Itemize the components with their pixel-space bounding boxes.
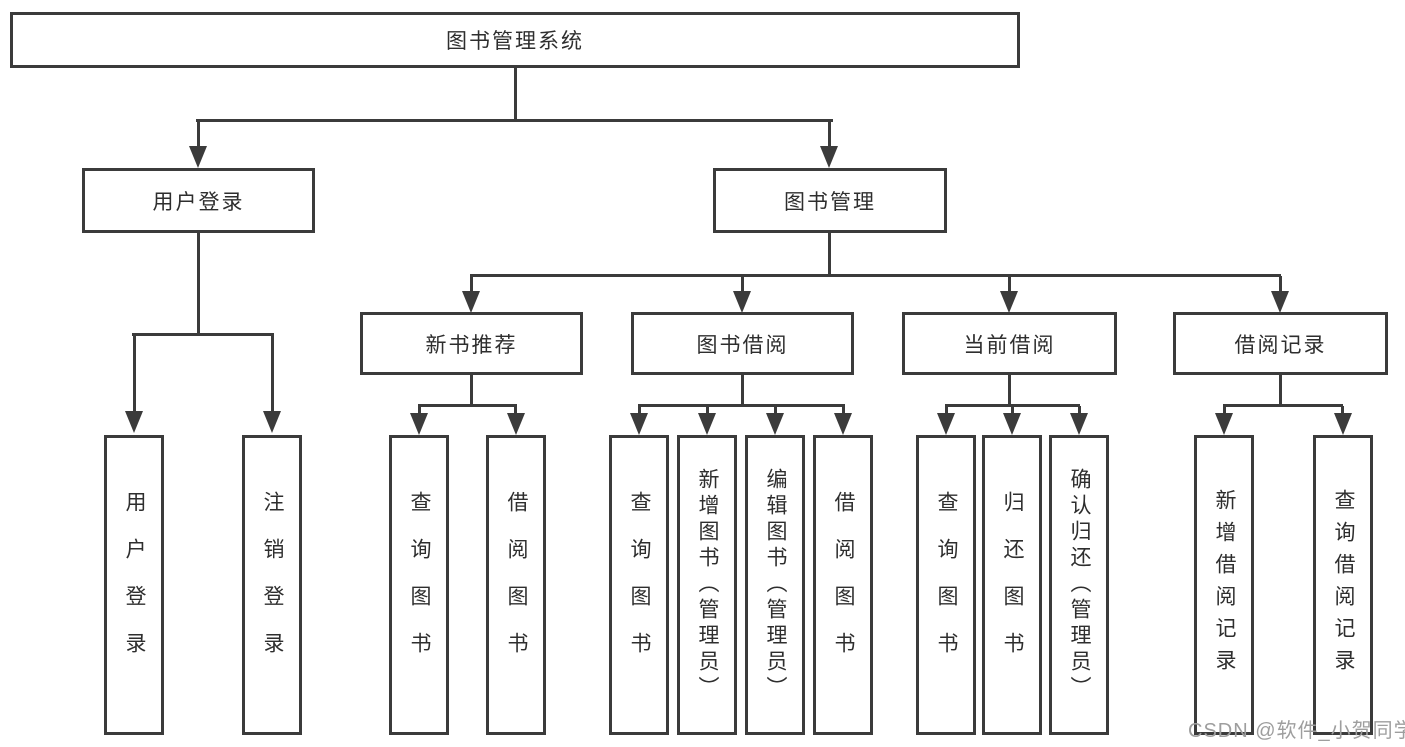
arrowhead-g3-4: [834, 413, 852, 435]
leaf-user-login: 用户登录: [104, 435, 164, 735]
connector-drop-book-borrow: [741, 276, 744, 293]
node-book-management: 图书管理: [713, 168, 947, 233]
connector-book-borrow-rail: [638, 404, 845, 407]
arrowhead-g3-3: [766, 413, 784, 435]
arrowhead-g5-2: [1334, 413, 1352, 435]
arrowhead-g2-2: [507, 413, 525, 435]
arrowhead-g2-1: [410, 413, 428, 435]
node-book-borrow: 图书借阅: [631, 312, 854, 375]
connector-user-login-stem: [197, 233, 200, 334]
arrowhead-borrow-records: [1271, 291, 1289, 313]
arrowhead-book-mgmt: [820, 146, 838, 168]
connector-drop-borrow-records: [1279, 276, 1282, 293]
connector-drop-leaf-logout: [271, 335, 274, 413]
connector-level2-rail: [470, 274, 1281, 277]
leaf-confirm-return-admin: 确认归还（管理员）: [1049, 435, 1109, 735]
csdn-watermark: CSDN @软件_小贺同学: [1188, 720, 1405, 742]
node-borrow-records: 借阅记录: [1173, 312, 1388, 375]
connector-drop-g3-4: [842, 406, 845, 415]
leaf-borrow-books: 借阅图书: [813, 435, 873, 735]
node-user-login: 用户登录: [82, 168, 315, 233]
connector-drop-g2-2: [514, 406, 517, 415]
arrowhead-g5-1: [1215, 413, 1233, 435]
node-current-borrow: 当前借阅: [902, 312, 1117, 375]
arrowhead-leaf-logout: [263, 411, 281, 433]
arrowhead-g4-3: [1070, 413, 1088, 435]
node-new-book-recommend: 新书推荐: [360, 312, 583, 375]
node-root: 图书管理系统: [10, 12, 1020, 68]
connector-drop-new-book: [470, 276, 473, 293]
connector-drop-g2-1: [418, 406, 421, 415]
leaf-edit-book-admin: 编辑图书（管理员）: [745, 435, 805, 735]
connector-drop-leaf-user-login: [133, 335, 136, 413]
connector-level1-rail: [196, 119, 833, 122]
connector-borrow-records-rail: [1223, 404, 1343, 407]
leaf-borrow-books-recommend: 借阅图书: [486, 435, 546, 735]
arrowhead-user-login: [189, 146, 207, 168]
connector-new-book-rail: [418, 404, 517, 407]
leaf-query-books-borrow: 查询图书: [609, 435, 669, 735]
arrowhead-leaf-user-login: [125, 411, 143, 433]
connector-drop-g5-1: [1223, 406, 1226, 415]
connector-drop-g3-2: [706, 406, 709, 415]
connector-drop-g5-2: [1341, 406, 1344, 415]
leaf-return-book: 归还图书: [982, 435, 1042, 735]
connector-drop-g4-2: [1011, 406, 1014, 415]
arrowhead-book-borrow: [733, 291, 751, 313]
arrowhead-g4-1: [937, 413, 955, 435]
arrowhead-g3-2: [698, 413, 716, 435]
connector-root-stem: [514, 68, 517, 121]
connector-drop-g4-1: [945, 406, 948, 415]
connector-drop-user-login: [197, 121, 200, 148]
arrowhead-current-borrow: [1000, 291, 1018, 313]
arrowhead-g4-2: [1003, 413, 1021, 435]
arrowhead-new-book: [462, 291, 480, 313]
leaf-add-borrow-record: 新增借阅记录: [1194, 435, 1254, 735]
connector-current-borrow-rail: [945, 404, 1080, 407]
connector-drop-g4-3: [1078, 406, 1081, 415]
connector-book-mgmt-stem: [828, 233, 831, 276]
connector-drop-current-borrow: [1008, 276, 1011, 293]
leaf-logout: 注销登录: [242, 435, 302, 735]
connector-drop-g3-1: [638, 406, 641, 415]
leaf-query-books-recommend: 查询图书: [389, 435, 449, 735]
connector-book-borrow-stem: [741, 375, 744, 405]
arrowhead-g3-1: [630, 413, 648, 435]
connector-drop-g3-3: [774, 406, 777, 415]
connector-user-group-rail: [132, 333, 274, 336]
connector-current-borrow-stem: [1008, 375, 1011, 405]
connector-drop-book-mgmt: [828, 121, 831, 148]
leaf-query-borrow-record: 查询借阅记录: [1313, 435, 1373, 735]
leaf-query-books-current: 查询图书: [916, 435, 976, 735]
leaf-add-book-admin: 新增图书（管理员）: [677, 435, 737, 735]
connector-new-book-stem: [470, 375, 473, 405]
connector-borrow-records-stem: [1279, 375, 1282, 405]
